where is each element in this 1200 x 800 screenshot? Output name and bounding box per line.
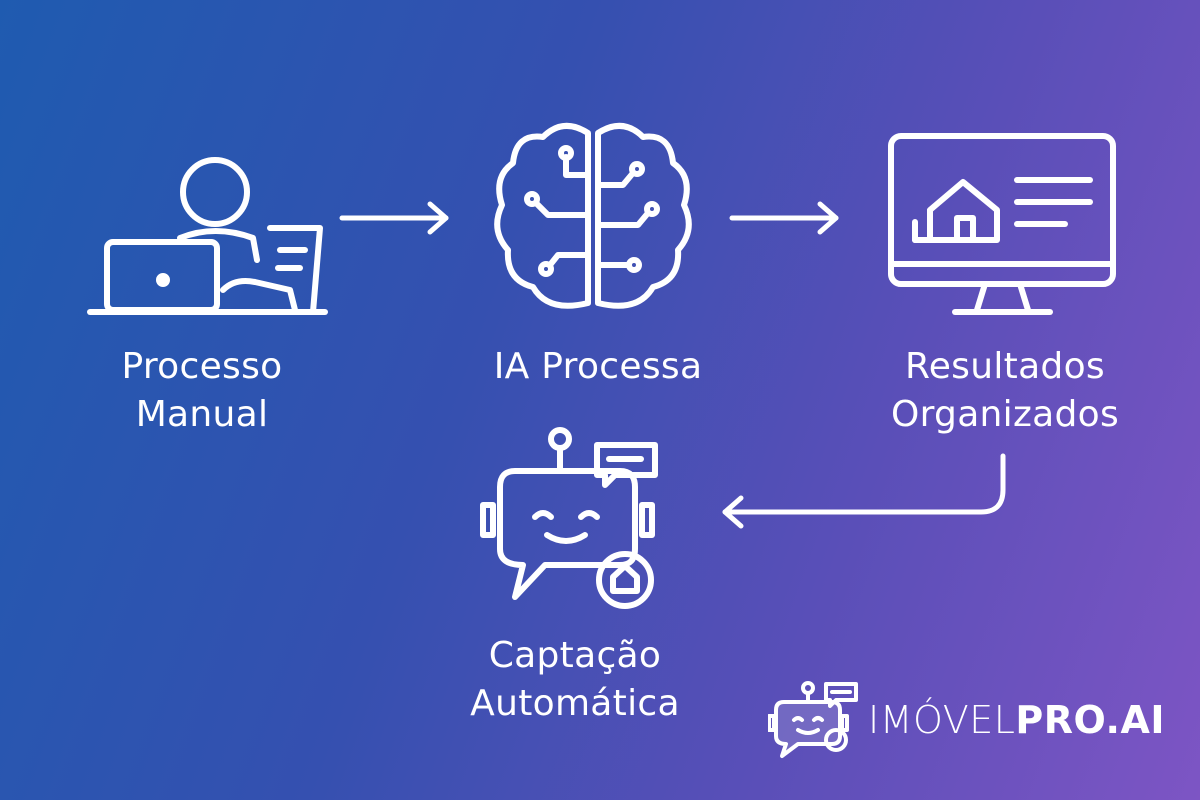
brain-circuit-icon [494,123,692,309]
label-line: Automática [470,683,680,724]
label-line: Resultados [905,346,1105,387]
arrow-right-icon [729,201,839,235]
robot-chat-icon [480,427,658,609]
label-line: Manual [135,394,269,435]
arrow-right-icon [339,201,449,235]
label-line: Processo [121,346,283,387]
label-line: IA Processa [493,346,703,387]
step-label-resultados-organizados: Resultados Organizados [880,343,1130,439]
label-line: Organizados [890,394,1120,435]
label-line: Captação [488,635,662,676]
robot-logo-icon [768,681,858,758]
brand-name-bold: PRO.AI [1015,698,1165,742]
person-laptop-icon [87,157,328,315]
brand-name-light: IMÓVEL [868,698,1016,742]
step-label-ia-processa: IA Processa [478,343,718,391]
step-label-captacao-automatica: Captação Automática [450,632,700,728]
brand-name: IMÓVELPRO.AI [868,698,1165,742]
brand-logo: IMÓVELPRO.AI [768,680,1165,760]
monitor-house-icon [888,133,1116,315]
step-label-processo-manual: Processo Manual [92,343,312,439]
arrow-return-icon [722,453,1006,529]
